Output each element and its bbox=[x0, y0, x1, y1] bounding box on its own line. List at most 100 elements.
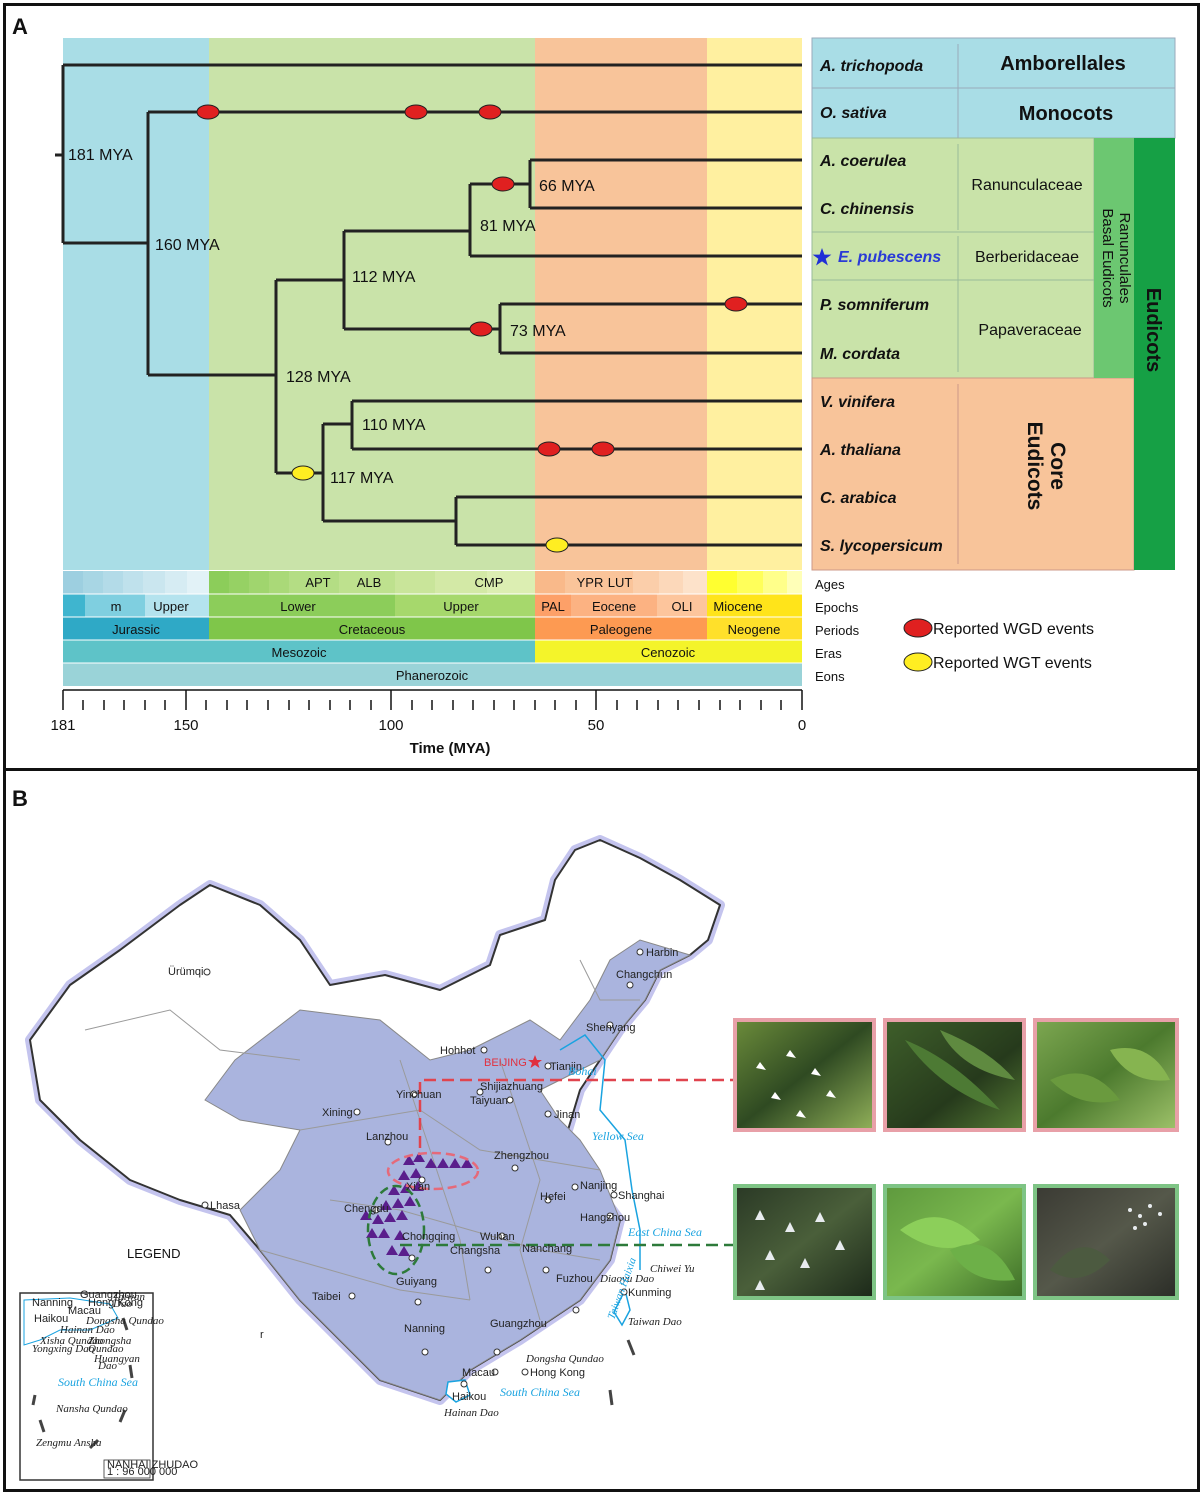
city-label: Tianjin bbox=[550, 1061, 582, 1073]
panel-b-label: B bbox=[12, 786, 28, 811]
city-label: Chongqing bbox=[402, 1231, 455, 1243]
axis-tick-label: 0 bbox=[798, 717, 806, 734]
epoch-cell bbox=[63, 594, 85, 617]
city-label: Changsha bbox=[450, 1245, 501, 1257]
epoch-label: Lower bbox=[280, 599, 316, 614]
era-label: Mesozoic bbox=[272, 645, 327, 660]
sea-label: South China Sea bbox=[500, 1385, 580, 1399]
city-label: Hangzhou bbox=[580, 1212, 630, 1224]
period-label: Neogene bbox=[728, 622, 781, 637]
city-labels: Harbin Changchun Shenyang Ürümqi Hohhot … bbox=[168, 947, 678, 1403]
epoch-cell bbox=[145, 594, 209, 617]
city-label: Harbin bbox=[646, 947, 678, 959]
legend-wgd-swatch bbox=[903, 618, 933, 638]
node-label-73: 73 MYA bbox=[510, 323, 566, 340]
group-core-eudicots-line1: Core bbox=[1046, 442, 1069, 490]
epoch-label: Miocene bbox=[713, 599, 762, 614]
age-cell bbox=[289, 571, 339, 594]
city-label: Hefei bbox=[540, 1191, 566, 1203]
plant-photo bbox=[1037, 1188, 1175, 1296]
row-monocots bbox=[811, 87, 1176, 139]
city-label: Nanning bbox=[404, 1323, 445, 1335]
block-ranunculales bbox=[811, 137, 1095, 379]
age-cell bbox=[535, 571, 565, 594]
inset-label: Xisha Qundao bbox=[39, 1335, 104, 1347]
age-cell bbox=[83, 571, 103, 594]
period-cell bbox=[63, 617, 209, 640]
city-label: Yinchuan bbox=[396, 1089, 441, 1101]
node-label-66: 66 MYA bbox=[539, 178, 595, 195]
group-berberidaceae: Berberidaceae bbox=[975, 249, 1079, 266]
city-label: Shenyang bbox=[586, 1022, 636, 1034]
age-cell bbox=[123, 571, 143, 594]
photo-row-south bbox=[733, 1184, 1179, 1300]
flower-photo bbox=[737, 1188, 872, 1296]
legend: Reported WGD events Reported WGT events bbox=[903, 618, 1094, 672]
species-label: O. sativa bbox=[820, 105, 887, 122]
node-label-110: 110 MYA bbox=[362, 417, 426, 434]
inset-sea-label: South China Sea bbox=[58, 1375, 138, 1389]
group-ranunculaceae: Ranunculaceae bbox=[971, 177, 1082, 194]
species-label: M. cordata bbox=[820, 346, 900, 363]
sea-label: East China Sea bbox=[627, 1225, 702, 1239]
age-label: LUT bbox=[608, 575, 633, 590]
island-label: Taiwan Dao bbox=[628, 1316, 682, 1328]
inset-label: Zengmu Ansha bbox=[36, 1437, 102, 1449]
group-basal-eudicots: Basal Eudicots bbox=[1099, 208, 1116, 307]
node-labels: 181 MYA 160 MYA 128 MYA 112 MYA 81 MYA 6… bbox=[68, 147, 595, 487]
group-ranunculales-basal: Ranunculales Basal Eudicots bbox=[1099, 208, 1133, 307]
epoch-label: OLI bbox=[672, 599, 693, 614]
city-label: Hohhot bbox=[440, 1045, 475, 1057]
species-label: S. lycopersicum bbox=[820, 538, 943, 555]
city-label: Lanzhou bbox=[366, 1131, 408, 1143]
wgt-markers bbox=[291, 465, 569, 553]
city-markers bbox=[201, 948, 644, 1388]
age-label: YPR bbox=[577, 575, 604, 590]
city-label: Kunming bbox=[628, 1287, 671, 1299]
sea-label: Yellow Sea bbox=[592, 1129, 644, 1143]
eon-label: Phanerozoic bbox=[396, 668, 469, 683]
city-label-capital: BEIJING bbox=[484, 1057, 527, 1069]
age-cell bbox=[487, 571, 535, 594]
wgd-markers bbox=[196, 104, 748, 457]
inset-label: Nanning bbox=[32, 1297, 73, 1309]
age-cell bbox=[787, 571, 802, 594]
south-china-sea-inset: Guangzhou Taiwan Dao Nanning Hong Kong M… bbox=[19, 1289, 199, 1481]
panel-b-frame bbox=[3, 768, 1200, 1492]
capital-star-icon bbox=[528, 1055, 542, 1068]
epoch-cell bbox=[657, 594, 707, 617]
inset-label: Taiwan bbox=[113, 1291, 146, 1303]
inset-scale-box bbox=[103, 1459, 151, 1479]
city-label: Zhengzhou bbox=[494, 1150, 549, 1162]
epoch-cell bbox=[707, 594, 802, 617]
inset-label: Zhongsha bbox=[88, 1335, 132, 1347]
wgd-marker bbox=[537, 441, 561, 457]
island-label: Diaoyu Dao bbox=[599, 1273, 655, 1285]
city-label: Shanghai bbox=[618, 1190, 665, 1202]
age-cell bbox=[763, 571, 787, 594]
node-label-128: 128 MYA bbox=[286, 369, 351, 386]
inset-label: Hainan Dao bbox=[59, 1324, 115, 1336]
species-label: A. trichopoda bbox=[819, 58, 923, 75]
legend-wgt-label: Reported WGT events bbox=[933, 655, 1092, 672]
age-cell bbox=[103, 571, 123, 594]
row-label: Eras bbox=[815, 646, 842, 661]
legend-wgt-swatch bbox=[903, 652, 933, 672]
species-labels: A. trichopoda O. sativa A. coerulea C. c… bbox=[812, 58, 943, 555]
age-cell bbox=[209, 571, 229, 594]
group-core-eudicots-line2: Eudicots bbox=[1023, 422, 1046, 511]
china-map: Harbin Changchun Shenyang Ürümqi Hohhot … bbox=[25, 835, 733, 1419]
inset-label: Qundao bbox=[88, 1343, 124, 1355]
star-icon bbox=[812, 248, 832, 266]
row-label: Eons bbox=[815, 669, 845, 684]
node-label-117: 117 MYA bbox=[330, 470, 394, 487]
age-cell bbox=[395, 571, 435, 594]
group-core-eudicots: Core Eudicots bbox=[1023, 422, 1069, 511]
epoch-label: m bbox=[111, 599, 122, 614]
city-label: Hong Kong bbox=[530, 1367, 585, 1379]
inset-scale-title: NANHAI ZHUDAO bbox=[107, 1459, 199, 1471]
inset-label: Dao bbox=[112, 1298, 132, 1310]
inset-coast bbox=[23, 1297, 119, 1346]
city-label: Guangzhou bbox=[490, 1318, 547, 1330]
